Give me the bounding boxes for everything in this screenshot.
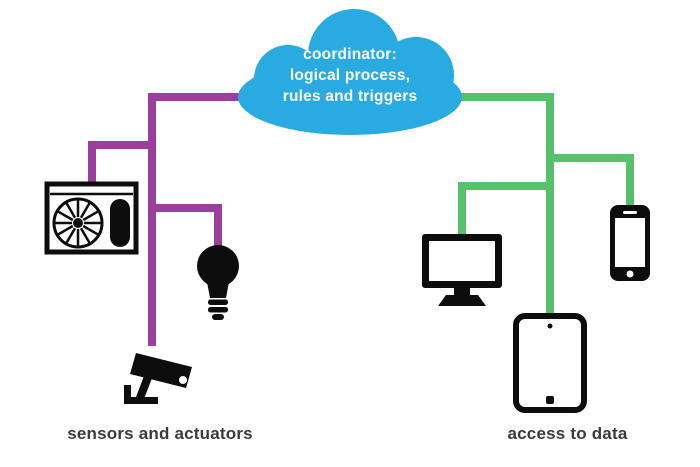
tablet-icon [513, 313, 587, 413]
green-line-smartphone [550, 154, 634, 210]
cctv-camera-icon [124, 353, 192, 404]
purple-line-camera [148, 93, 262, 346]
green-line-tablet [438, 93, 554, 318]
purple-line-ac-unit [88, 141, 152, 184]
monitor-icon [422, 234, 502, 306]
coordinator-label-line3: rules and triggers [282, 88, 418, 105]
coordinator-label-line2: logical process, [289, 67, 411, 84]
green-line-monitor [458, 182, 550, 238]
cloud-icon [238, 9, 462, 135]
sensors-actuators-label: sensors and actuators [67, 424, 253, 443]
lightbulb-icon [197, 245, 239, 320]
access-to-data-label: access to data [507, 424, 628, 443]
purple-line-lightbulb [152, 204, 222, 250]
smartphone-icon [610, 205, 650, 281]
ac-unit-icon [44, 181, 139, 255]
coordinator-label: coordinator: logical process, rules and … [237, 44, 463, 107]
coordinator-label-line1: coordinator: [303, 46, 397, 63]
